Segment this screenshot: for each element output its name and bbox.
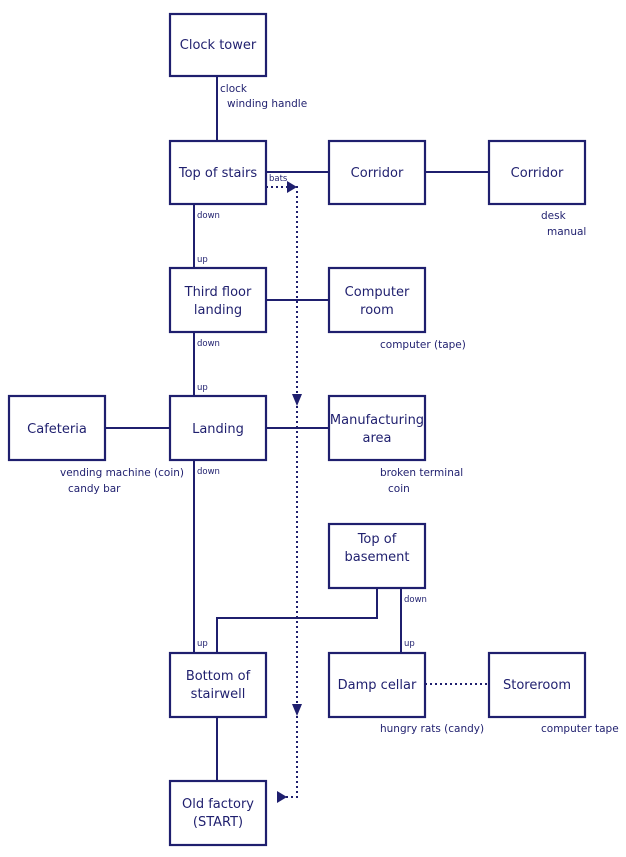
room-third-floor-landing: Third floor landing xyxy=(168,266,268,334)
room-top-of-stairs: Top of stairs xyxy=(168,139,268,206)
item-vending-machine: vending machine (coin) xyxy=(60,467,184,479)
room-label-line2: (START) xyxy=(193,815,243,830)
room-label-line2: room xyxy=(360,303,394,318)
bats-arrowhead-end xyxy=(277,791,287,803)
room-damp-cellar: Damp cellar xyxy=(327,651,427,719)
room-computer-room: Computer room xyxy=(327,266,427,334)
exit-label-down: down xyxy=(197,339,220,349)
exit-label-up: up xyxy=(404,639,415,649)
exit-label-up: up xyxy=(197,639,208,649)
item-candy-bar: candy bar xyxy=(68,483,121,495)
room-label: Clock tower xyxy=(180,38,257,53)
item-clock: clock xyxy=(220,83,248,95)
exit-label-down: down xyxy=(197,467,220,477)
exit-labels: bats down up down up down up down up xyxy=(197,174,427,649)
room-label: Corridor xyxy=(351,166,404,181)
room-storeroom: Storeroom xyxy=(487,651,587,719)
room-label: Landing xyxy=(192,422,244,437)
bats-arrowhead-top xyxy=(287,181,297,193)
room-top-of-basement: Top of basement xyxy=(327,522,427,590)
exit-label-down: down xyxy=(197,211,220,221)
room-label-line1: Computer xyxy=(345,285,410,300)
exit-label-down: down xyxy=(404,595,427,605)
item-computer-tape-store: computer tape xyxy=(541,723,619,735)
room-cafeteria: Cafeteria xyxy=(7,394,107,462)
item-broken-terminal: broken terminal xyxy=(380,467,463,479)
room-label-line1: Third floor xyxy=(184,285,252,300)
room-manufacturing-area: Manufacturing area xyxy=(327,394,427,462)
room-label: Damp cellar xyxy=(338,678,417,693)
exit-label-bats: bats xyxy=(269,174,288,184)
room-label-line2: landing xyxy=(194,303,242,318)
rooms: Clock tower Top of stairs Corridor Corri… xyxy=(7,12,587,847)
room-label-line2: area xyxy=(363,431,392,446)
room-label: Storeroom xyxy=(503,678,571,693)
item-annotations: clock winding handle desk manual compute… xyxy=(60,83,619,735)
connections xyxy=(105,76,489,803)
bats-arrowhead-mid2 xyxy=(292,704,302,716)
item-hungry-rats: hungry rats (candy) xyxy=(380,723,484,735)
bats-arrowhead-mid1 xyxy=(292,394,302,406)
item-desk: desk xyxy=(541,210,567,222)
room-clock-tower: Clock tower xyxy=(168,12,268,78)
room-bottom-of-stairwell: Bottom of stairwell xyxy=(168,651,268,719)
room-label-line1: Old factory xyxy=(182,797,254,812)
bats-path xyxy=(266,186,298,798)
room-label-line1: Top of xyxy=(357,532,397,547)
item-coin: coin xyxy=(388,483,410,495)
room-corridor-1: Corridor xyxy=(327,139,427,206)
room-landing: Landing xyxy=(168,394,268,462)
item-computer-tape: computer (tape) xyxy=(380,339,466,351)
room-label-line2: stairwell xyxy=(191,687,246,702)
room-old-factory: Old factory (START) xyxy=(168,779,268,847)
item-winding-handle: winding handle xyxy=(227,98,307,110)
exit-label-up: up xyxy=(197,255,208,265)
item-manual: manual xyxy=(547,226,586,238)
room-label-line1: Manufacturing xyxy=(330,413,424,428)
room-label-line1: Bottom of xyxy=(186,669,251,684)
room-label: Corridor xyxy=(511,166,564,181)
room-label-line2: basement xyxy=(345,550,410,565)
room-label: Cafeteria xyxy=(27,422,87,437)
room-corridor-2: Corridor xyxy=(487,139,587,206)
room-label: Top of stairs xyxy=(178,166,258,181)
exit-label-up: up xyxy=(197,383,208,393)
